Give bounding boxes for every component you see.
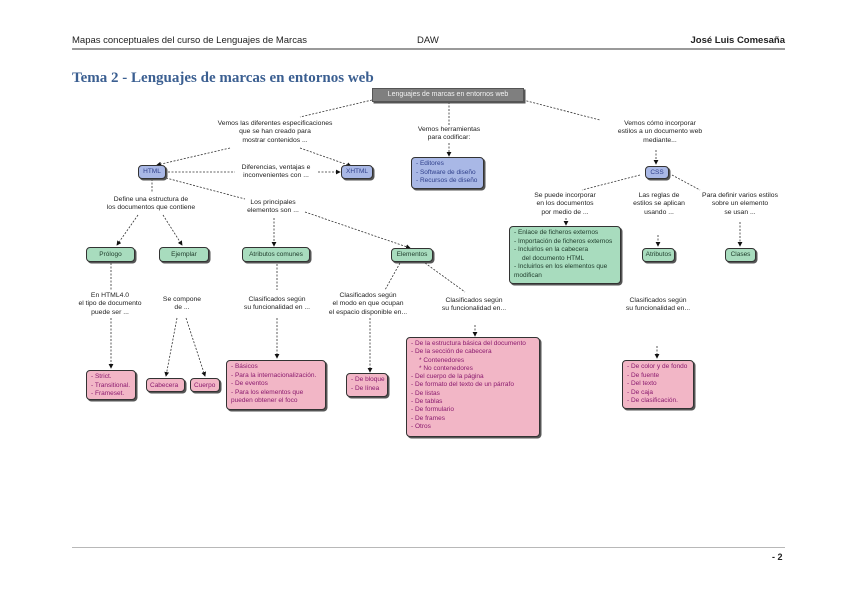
node-doctype: - Strict. - Transitional. - Frameset. (86, 370, 136, 400)
label-principales: Los principales elementos son ... (247, 199, 299, 215)
label-estructura: Define una estructura de los documentos … (106, 196, 196, 212)
footer-divider (72, 547, 785, 548)
css-item: - Del texto (627, 380, 657, 388)
node-atributos: Atributos (642, 248, 675, 262)
node-xhtml: XHTML (341, 165, 373, 179)
label-clasif-modo: Clasificados según el modo en que ocupan… (328, 292, 408, 316)
label-especificaciones: Vemos las diferentes especificaciones qu… (217, 120, 333, 144)
node-clases: Clases (725, 248, 756, 262)
header-author: José Luis Comesaña (690, 35, 785, 46)
herramientas-item: - Software de diseño (416, 168, 476, 176)
elementos-item: - Del cuerpo de la página (411, 373, 484, 381)
node-cuerpo: Cuerpo (190, 378, 220, 392)
incorporar-item: modifican (514, 271, 542, 279)
link-principales-elem (304, 211, 411, 249)
link-root-estilos (522, 99, 601, 121)
link-elem-clasifelem (424, 262, 466, 293)
link-compone-cabecera (164, 317, 178, 377)
node-funcionalidad-elementos: - De la estructura básica del documento … (406, 337, 540, 437)
elementos-item: * No contenedores (419, 364, 473, 372)
herramientas-item: - Editores (416, 160, 444, 167)
header-divider (72, 48, 785, 50)
elementos-item: - De frames (411, 414, 445, 422)
header-course: DAW (417, 35, 439, 46)
node-cabecera: Cabecera (146, 378, 185, 392)
doctype-item: - Transitional. (91, 381, 131, 389)
label-html40: En HTML4.0 el tipo de documento puede se… (78, 292, 142, 316)
atributos-item: - Para los elementos que (231, 388, 304, 396)
node-prologo: Prólogo (86, 247, 135, 262)
link-estructura-prologo (116, 214, 139, 246)
atributos-item: - Para la internacionalización. (231, 371, 317, 379)
css-item: - De clasificación. (627, 397, 678, 405)
node-html: HTML (138, 165, 166, 179)
css-item: - De fuente (627, 371, 660, 379)
doctype-item: - Strict. (91, 373, 112, 380)
label-herramientas: Vemos herramientas para codificar: (417, 126, 481, 142)
link-compone-cuerpo (185, 317, 207, 377)
incorporar-item: - Importación de ficheros externos (514, 237, 613, 245)
label-diferencias: Diferencias, ventajas e inconvenientes c… (241, 164, 311, 180)
incorporar-item: - Incluirlos en los elementos que (514, 263, 608, 271)
node-incorporar: - Enlace de ficheros externos - Importac… (509, 226, 621, 284)
node-herramientas: - Editores - Software de diseño - Recurs… (411, 157, 484, 189)
label-varios: Para definir varios estilos sobre un ele… (702, 192, 778, 216)
label-reglas: Las reglas de estilos se aplican usando … (633, 192, 685, 216)
link-css-varios (671, 174, 701, 191)
elementos-item: - Otros (411, 422, 431, 430)
node-ejemplar: Ejemplar (159, 247, 209, 262)
label-compone: Se compone de ... (162, 296, 202, 312)
link-elem-clasifmodo (384, 262, 401, 291)
elementos-item: - De la sección de cabecera (411, 348, 492, 356)
elementos-item: - De listas (411, 389, 440, 397)
root-node: Lenguajes de marcas en entornos web (372, 88, 524, 102)
link-root-especificaciones (299, 99, 373, 118)
node-css: CSS (645, 166, 669, 179)
link-esp-html (156, 147, 231, 167)
atributos-item: pueden obtener el foco (231, 397, 298, 405)
elementos-item: - De la estructura básica del documento (411, 340, 526, 347)
link-html-principales (165, 177, 246, 200)
atributos-item: - De eventos (231, 380, 268, 388)
css-item: - De color y de fondo (627, 363, 688, 370)
label-estilos: Vemos cómo incorporar estilos a un docum… (617, 120, 703, 144)
elementos-item: - De formato del texto de un párrafo (411, 381, 514, 389)
page-number: - 2 (772, 552, 783, 562)
header-document-title: Mapas conceptuales del curso de Lenguaje… (72, 35, 308, 46)
incorporar-item: - Incluirlos en la cabecera (514, 246, 589, 254)
incorporar-item: del documento HTML (522, 254, 585, 262)
elementos-item: - De tablas (411, 398, 443, 406)
elementos-item: - De formulario (411, 406, 454, 414)
label-se-puede: Se puede incorporar en los documentos po… (534, 192, 596, 216)
link-css-sepuede (581, 174, 641, 191)
doctype-item: - Frameset. (91, 390, 125, 398)
label-clasif-css: Clasificados según su funcionalidad en..… (625, 297, 691, 313)
elementos-item: * Contenedores (419, 356, 465, 364)
incorporar-item: - Enlace de ficheros externos (514, 229, 599, 236)
node-elementos: Elementos (391, 248, 433, 262)
label-clasif-elementos: Clasificados según su funcionalidad en..… (441, 297, 507, 313)
label-clasif-atributos: Clasificados según su funcionalidad en .… (243, 296, 311, 312)
node-espacio: - De bloque - De línea (346, 373, 388, 397)
herramientas-item: - Recursos de diseño (416, 177, 478, 185)
page-title: Tema 2 - Lenguajes de marcas en entornos… (72, 70, 374, 86)
node-atributos-comunes: Atributos comunes (242, 247, 310, 262)
espacio-item: - De línea (351, 384, 380, 392)
css-item: - De caja (627, 388, 654, 396)
atributos-item: - Básicos (231, 363, 258, 370)
espacio-item: - De bloque (351, 376, 385, 383)
node-atributos-lista: - Básicos - Para la internacionalización… (226, 360, 326, 410)
link-estructura-ejemplar (162, 214, 183, 246)
node-funcionalidad-css: - De color y de fondo - De fuente - Del … (622, 360, 694, 409)
